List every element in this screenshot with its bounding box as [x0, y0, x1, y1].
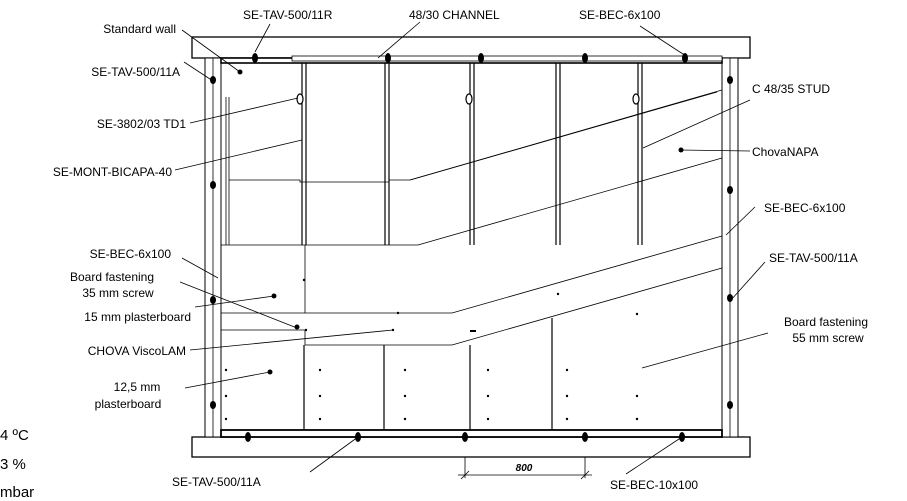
- screw-dots: [224, 278, 639, 421]
- label-bec-top: SE-BEC-6x100: [579, 8, 661, 22]
- label-bec-bottom: SE-BEC-10x100: [610, 478, 698, 492]
- anchor-fixings: [210, 53, 733, 442]
- label-plaster125-line1: 12,5 mm: [114, 380, 161, 394]
- panel-outline: [220, 62, 723, 431]
- bottom-channel: [220, 429, 723, 438]
- side-reading-humidity: 3 %: [0, 456, 26, 473]
- label-board55-line2: 55 mm screw: [792, 331, 864, 345]
- board-joints: [303, 245, 553, 430]
- label-td1: SE-3802/03 TD1: [97, 117, 186, 131]
- studs: [225, 63, 643, 245]
- label-chovanapa: ChovaNAPA: [752, 145, 818, 159]
- label-standard-wall: Standard wall: [103, 22, 176, 36]
- label-stud: C 48/35 STUD: [752, 82, 830, 96]
- label-board55-line1: Board fastening: [784, 315, 868, 329]
- label-bec-left: SE-BEC-6x100: [90, 247, 172, 261]
- label-tav-left: SE-TAV-500/11A: [91, 65, 180, 79]
- label-tav-right: SE-TAV-500/11A: [769, 251, 858, 265]
- top-channel: [220, 55, 723, 64]
- dimension-label: 800: [516, 463, 533, 474]
- label-tav-bottom: SE-TAV-500/11A: [172, 475, 261, 489]
- top-slab: [191, 36, 751, 59]
- td1-markers: [296, 93, 640, 105]
- side-reading-pressure: mbar: [0, 484, 35, 501]
- label-board35-line2: 35 mm screw: [82, 286, 154, 300]
- board-layers: [221, 89, 723, 346]
- label-plaster125-line2: plasterboard: [95, 397, 162, 411]
- label-board35-line1: Board fastening: [70, 270, 154, 284]
- label-channel: 48/30 CHANNEL: [409, 8, 500, 22]
- label-bec-right: SE-BEC-6x100: [764, 201, 846, 215]
- dimension-marker: [458, 457, 592, 480]
- leader-lines: [174, 21, 769, 475]
- side-reading-temperature: 4 ºC: [0, 427, 29, 444]
- joint-strip: [470, 330, 476, 332]
- label-tav-top: SE-TAV-500/11R: [243, 8, 333, 22]
- label-viscolam: CHOVA ViscoLAM: [88, 344, 186, 358]
- label-bicapa: SE-MONT-BICAPA-40: [53, 165, 172, 179]
- label-plaster15: 15 mm plasterboard: [84, 310, 191, 324]
